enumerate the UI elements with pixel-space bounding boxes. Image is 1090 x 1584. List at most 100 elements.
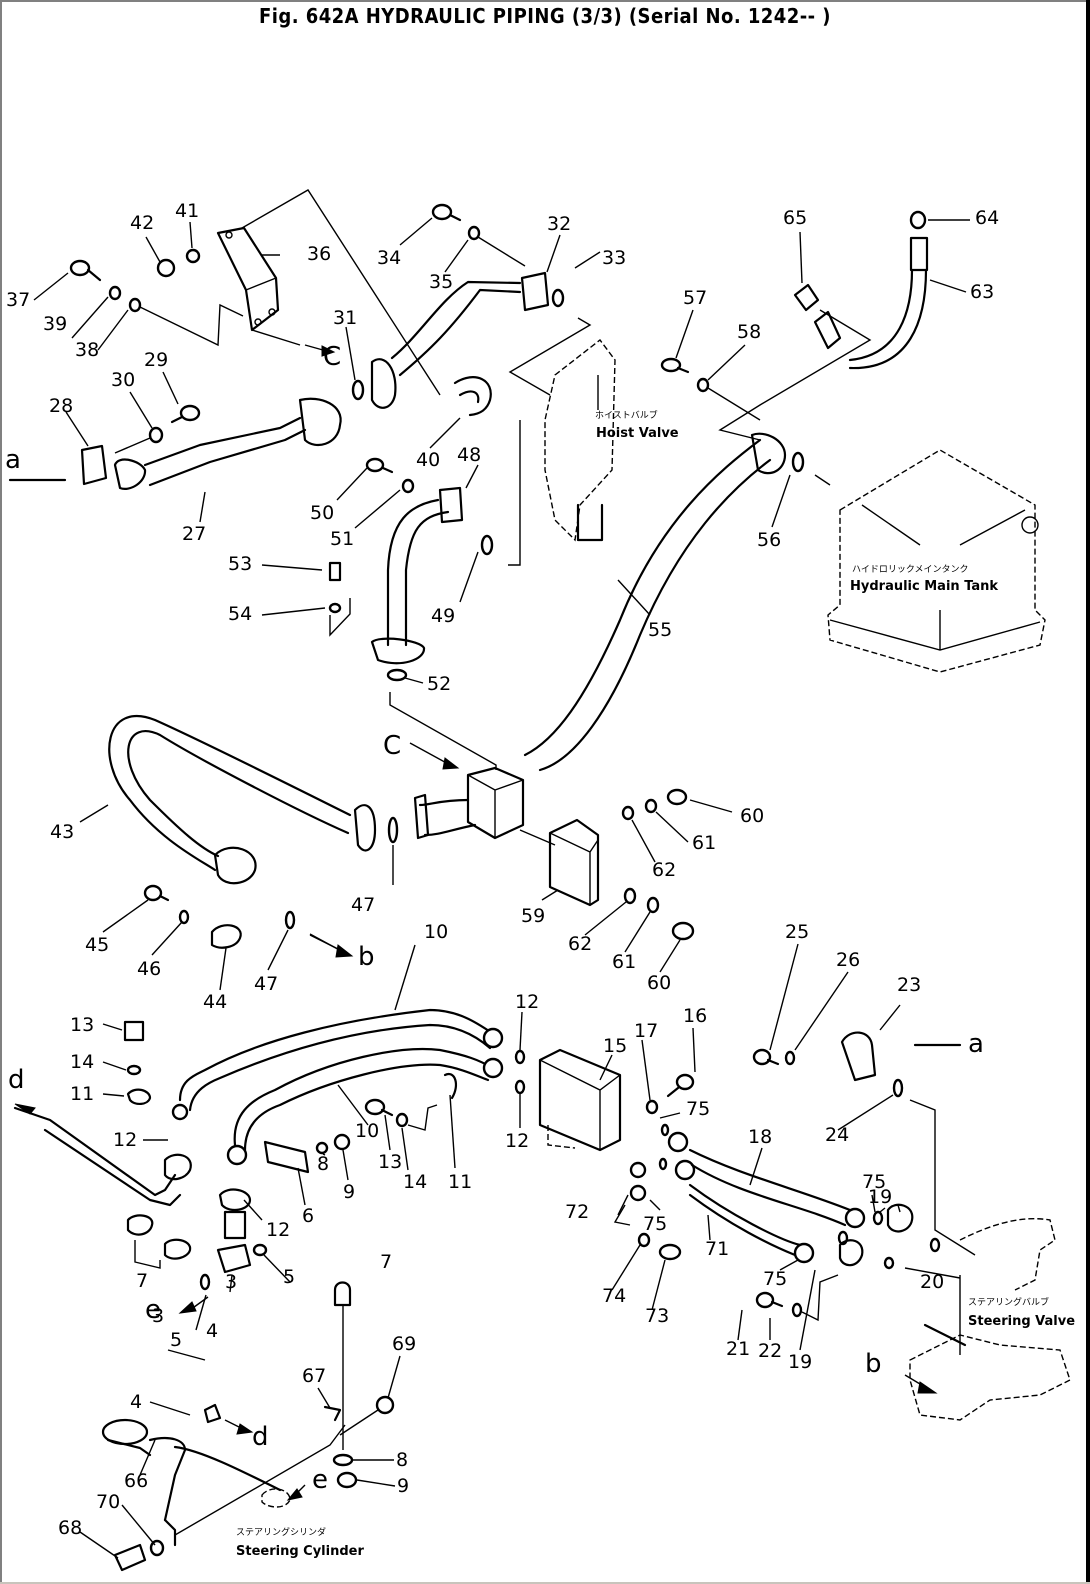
callout-27: 27 xyxy=(182,523,206,545)
callout-37: 37 xyxy=(6,289,30,311)
callout-5-b: 5 xyxy=(170,1329,182,1351)
hydraulic-main-tank-label: Hydraulic Main Tank xyxy=(850,579,998,594)
callout-34: 34 xyxy=(377,247,401,269)
callout-39: 39 xyxy=(43,313,67,335)
callout-12-a: 12 xyxy=(113,1129,137,1151)
callout-57: 57 xyxy=(683,287,707,309)
hydraulic-main-tank-jp-label: ハイドロリックメインタンク xyxy=(852,564,968,575)
callout-75-b: 75 xyxy=(643,1213,667,1235)
callout-30: 30 xyxy=(111,369,135,391)
ref-letter-b-upper: b xyxy=(358,942,375,972)
reference-arrows xyxy=(14,344,938,1501)
callout-7-a: 7 xyxy=(136,1270,148,1292)
callout-7-b: 7 xyxy=(380,1251,392,1273)
callout-11-b: 11 xyxy=(448,1171,472,1193)
callout-49: 49 xyxy=(431,605,455,627)
callout-59: 59 xyxy=(521,905,545,927)
callout-36: 36 xyxy=(307,243,331,265)
leader-lines xyxy=(33,217,970,1559)
callout-25: 25 xyxy=(785,921,809,943)
hoist-valve-jp-label: ホイストバルブ xyxy=(595,409,658,421)
callout-58: 58 xyxy=(737,321,761,343)
callout-14-b: 14 xyxy=(403,1171,427,1193)
hoist-valve-label: Hoist Valve xyxy=(596,426,679,441)
pipe-55 xyxy=(523,432,805,772)
callout-13-a: 13 xyxy=(70,1014,94,1036)
callout-60-a: 60 xyxy=(740,805,764,827)
callout-55: 55 xyxy=(648,619,672,641)
callout-70: 70 xyxy=(96,1491,120,1513)
callout-47-b: 47 xyxy=(254,973,278,995)
callout-72: 72 xyxy=(565,1201,589,1223)
ref-letter-e-upper: e xyxy=(145,1295,161,1325)
ref-letter-d-left: d xyxy=(8,1065,25,1095)
callout-23: 23 xyxy=(897,974,921,996)
callout-16: 16 xyxy=(683,1005,707,1027)
callout-66: 66 xyxy=(124,1470,148,1492)
ref-letter-b-lower: b xyxy=(865,1349,882,1379)
pipe-48 xyxy=(328,457,497,770)
hardware-57-58 xyxy=(660,357,761,421)
callout-68: 68 xyxy=(58,1517,82,1539)
callout-5-a: 5 xyxy=(283,1266,295,1288)
frame-top-border xyxy=(0,0,1090,2)
callout-73: 73 xyxy=(645,1305,669,1327)
callout-38: 38 xyxy=(75,339,99,361)
callout-10-a: 10 xyxy=(424,921,448,943)
callout-35: 35 xyxy=(429,271,453,293)
callout-61-b: 61 xyxy=(612,951,636,973)
plate-59 xyxy=(548,788,695,941)
callout-11-a: 11 xyxy=(70,1083,94,1105)
u-pipe-40 xyxy=(453,376,492,417)
callout-12-d: 12 xyxy=(505,1130,529,1152)
callout-63: 63 xyxy=(970,281,994,303)
callout-19-b: 19 xyxy=(788,1351,812,1373)
callout-12-c: 12 xyxy=(515,991,539,1013)
callout-18: 18 xyxy=(748,1126,772,1148)
callout-24: 24 xyxy=(825,1124,849,1146)
fittings-3-6 xyxy=(199,1072,458,1424)
steering-cylinder xyxy=(101,1281,395,1572)
callout-64: 64 xyxy=(975,207,999,229)
callout-69: 69 xyxy=(392,1333,416,1355)
callout-40: 40 xyxy=(416,449,440,471)
ref-letter-c-lower: C xyxy=(383,731,401,761)
callout-9-b: 9 xyxy=(397,1475,409,1497)
callout-12-b: 12 xyxy=(266,1219,290,1241)
callout-29: 29 xyxy=(144,349,168,371)
hose-27 xyxy=(8,397,342,490)
callout-62-a: 62 xyxy=(652,859,676,881)
hoist-valve-body xyxy=(508,339,616,566)
callout-67: 67 xyxy=(302,1365,326,1387)
callout-8-a: 8 xyxy=(317,1153,329,1175)
callout-41: 41 xyxy=(175,200,199,222)
callout-75-c: 75 xyxy=(862,1171,886,1193)
ref-letter-d-lower: d xyxy=(252,1422,269,1452)
callout-8-b: 8 xyxy=(396,1449,408,1471)
callout-26: 26 xyxy=(836,949,860,971)
callout-28: 28 xyxy=(49,395,73,417)
callout-20: 20 xyxy=(920,1271,944,1293)
hardware-left-11-13-14 xyxy=(13,1020,192,1269)
bracket-36 xyxy=(216,189,441,396)
hoses-10 xyxy=(171,1008,504,1166)
callout-60-b: 60 xyxy=(647,972,671,994)
callout-17: 17 xyxy=(634,1020,658,1042)
callout-19-a: 19 xyxy=(868,1186,892,1208)
hose-63 xyxy=(718,210,929,441)
callout-52: 52 xyxy=(427,673,451,695)
hardware-44-47 xyxy=(143,884,341,951)
callout-21: 21 xyxy=(726,1338,750,1360)
callout-47-a: 47 xyxy=(351,894,375,916)
hardware-top-left xyxy=(69,248,244,454)
callout-45: 45 xyxy=(85,934,109,956)
callout-3-a: 3 xyxy=(152,1305,164,1327)
callout-9-a: 9 xyxy=(343,1181,355,1203)
callout-75-d: 75 xyxy=(763,1268,787,1290)
callout-74: 74 xyxy=(602,1285,626,1307)
callout-6: 6 xyxy=(302,1205,314,1227)
callout-71: 71 xyxy=(705,1238,729,1260)
callout-44: 44 xyxy=(203,991,227,1013)
callout-labels: 3 3 4 4 5 5 6 7 7 8 8 9 9 10 10 11 11 12… xyxy=(6,200,999,1539)
